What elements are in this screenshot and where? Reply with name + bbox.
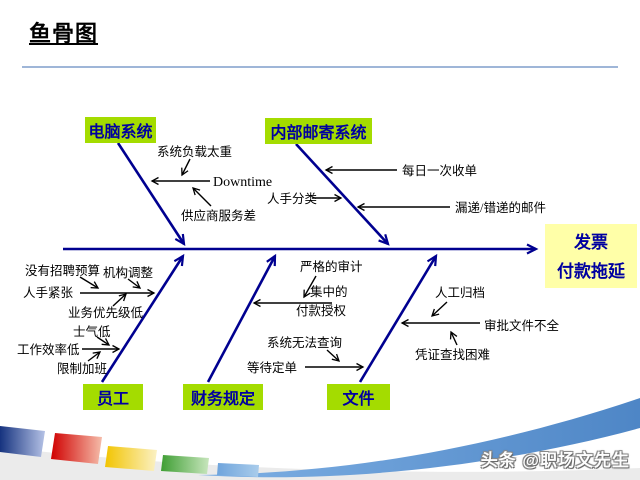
documents-bone <box>358 253 438 383</box>
computer-bone <box>116 142 186 247</box>
staff-reorg-pointer <box>127 278 142 289</box>
category-label-staff: 员工 <box>97 390 129 408</box>
staff-morale-pointer <box>96 336 111 346</box>
footer-quad-navy <box>0 426 45 457</box>
cause-voucher-hard: 凭证查找困难 <box>415 347 490 362</box>
footer-quad-blue <box>217 463 259 477</box>
cause-manual-filing: 人工归档 <box>435 286 485 300</box>
page-title: 鱼骨图 <box>29 21 99 46</box>
cause-misdelivered: 漏递/错递的邮件 <box>455 200 546 215</box>
effect-line1: 发票 <box>573 232 608 252</box>
staff-priority-pointer <box>112 293 128 307</box>
cause-central-auth-1: 集中的 <box>310 284 348 299</box>
staff-budget-pointer <box>79 276 100 289</box>
cause-downtime: Downtime <box>213 175 272 190</box>
footer-quad-green <box>161 455 209 474</box>
cause-overtime-limit: 限制加班 <box>57 362 107 376</box>
category-box-mail <box>265 118 372 144</box>
category-box-documents <box>327 384 390 410</box>
category-box-staff <box>83 384 143 410</box>
cause-central-auth-2: 付款授权 <box>296 303 347 318</box>
cause-strict-audit: 严格的审计 <box>300 259 363 274</box>
cause-overload: 系统负载太重 <box>157 144 232 159</box>
finance-audit-pointer <box>303 275 317 299</box>
footer-quad-red <box>51 433 102 464</box>
cause-wait-order: 等待定单 <box>247 360 297 375</box>
documents-filing-pointer <box>430 301 448 317</box>
watermark: 头条 @职场文先生 <box>480 451 630 470</box>
cause-low-morale: 士气低 <box>73 324 111 339</box>
cause-no-query: 系统无法查询 <box>267 336 342 350</box>
cause-daily-pickup: 每日一次收单 <box>402 163 477 178</box>
cause-incomplete-docs: 审批文件不全 <box>484 318 560 333</box>
cause-low-efficiency: 工作效率低 <box>17 342 80 357</box>
computer-vendor-pointer <box>192 187 212 207</box>
cause-manual-sort: 人手分类 <box>267 192 318 206</box>
footer-swoosh <box>198 398 640 478</box>
cause-vendor: 供应商服务差 <box>181 208 256 223</box>
cause-low-priority: 业务优先级低 <box>68 305 144 320</box>
category-label-finance: 财务规定 <box>190 389 255 408</box>
category-label-documents: 文件 <box>342 389 374 408</box>
category-label-computer: 电脑系统 <box>88 122 152 141</box>
footer-quad-yellow <box>105 446 157 471</box>
cause-shortage: 人手紧张 <box>23 285 74 300</box>
category-label-mail: 内部邮寄系统 <box>270 123 366 142</box>
category-box-computer <box>85 117 156 143</box>
effect-line2: 付款拖延 <box>557 261 626 281</box>
effect-box <box>545 224 637 288</box>
finance-bone <box>206 253 277 383</box>
staff-overtime-pointer <box>87 351 102 362</box>
finance-query-pointer <box>326 349 341 362</box>
staff-bone <box>100 253 185 383</box>
documents-voucher-pointer <box>449 330 458 346</box>
computer-overload-pointer <box>181 158 191 177</box>
footer-gray-band <box>0 447 640 480</box>
category-box-finance <box>183 384 263 410</box>
cause-reorg: 机构调整 <box>103 265 154 280</box>
cause-no-budget: 没有招聘预算 <box>25 263 100 278</box>
